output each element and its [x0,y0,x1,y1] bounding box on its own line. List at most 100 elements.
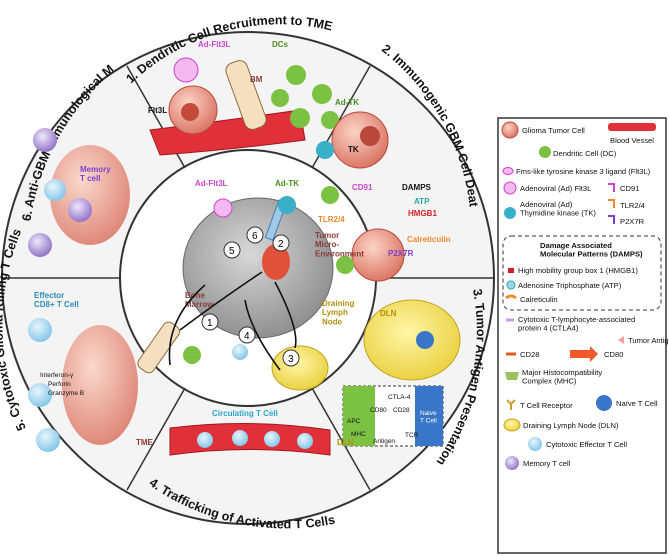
naive-t-cell-icon [416,331,434,349]
label-mhc: MHC [351,431,366,438]
t-cell-icon [232,430,248,446]
legend-naive-t: Naïve T Cell [616,399,658,408]
nucleus [181,103,199,121]
label-perforin: Perforin [48,381,71,388]
dc-cell-icon [271,89,289,107]
dc-cell-icon [336,256,354,274]
label-circulating-t: Circulating T Cell [212,409,278,418]
effector-t-cell-icon [28,383,52,407]
label-bm: BM [250,75,263,84]
glioma-cell [331,111,389,169]
legend-naive-t-icon [596,395,612,411]
ad-tk-virus-icon [278,196,296,214]
label-dcs: DCs [272,40,289,49]
tumor-mass [62,325,138,445]
legend-memory-icon [505,456,519,470]
t-cell-icon [44,179,66,201]
tumor-mass-2 [50,145,130,245]
dc-cell-icon [286,65,306,85]
legend-ad-flt3l: Adenoviral (Ad) Flt3L [520,184,591,193]
step-4: 4 [244,331,250,342]
label-ctla4: CTLA-4 [388,394,411,401]
legend-calreticulin-icon [505,294,517,300]
label-dln: DLN [380,309,397,318]
label-damps: DAMPS [402,183,432,192]
legend-tlr24: TLR2/4 [620,201,645,210]
t-cell-icon [232,344,248,360]
legend-dln: Draining Lymph Node (DLN) [523,421,619,430]
legend-cd28: CD28 [520,350,539,359]
label-granzyme: Granzyme B [48,390,84,397]
legend-calreticulin: Calreticulin [520,295,558,304]
label-ad-flt3l: Ad-Flt3L [198,40,231,49]
legend-flt3l-icon [502,167,514,175]
flow-arrows [168,271,297,371]
legend-cd91: CD91 [620,184,639,193]
draining-lymph-node [271,345,329,391]
step-3: 3 [288,354,294,365]
legend-cd80: CD80 [604,350,623,359]
legend-mhc-icon [505,372,519,380]
legend-ad-flt3l-icon [503,181,517,195]
label-cd28: CD28 [393,407,410,414]
dc-cell-icon [321,186,339,204]
legend-glioma-icon [501,121,519,139]
label-cd91: CD91 [352,183,373,192]
label-center-ad-flt3l: Ad-Flt3L [195,179,228,188]
label-apc: APC [347,418,361,425]
label-calreticulin: Calreticulin [407,235,451,244]
memory-t-cell-icon [28,233,52,257]
legend-cd80-icon [570,346,598,362]
legend-tlr-icon [608,199,615,208]
label-interferon: Interferon-γ [40,372,74,379]
legend-p2x7r: P2X7R [620,217,645,226]
legend-atp: Adenosine Triphosphate (ATP) [518,281,622,290]
brain [182,197,334,339]
label-p2x7r: P2X7R [388,249,414,258]
effector-t-cell-icon [36,428,60,452]
section-3-art: DLN CTLA-4 CD80 CD28 APC MHC Antigen TCR… [342,299,461,447]
legend-tcr: T Cell Receptor [520,401,573,410]
memory-t-cell-icon [68,198,92,222]
legend-atp-icon [506,280,516,290]
label-center-ad-tk: Ad-TK [275,179,299,188]
step-2: 2 [278,239,284,250]
blood-vessel-2 [169,422,331,456]
label-cd80: CD80 [370,407,387,414]
label-atp: ATP [414,197,430,206]
label-flt3l: Flt3L [148,106,167,115]
legend: Glioma Tumor Cell Blood Vessel Dendritic… [497,117,669,554]
memory-t-cell-icon [33,128,57,152]
legend-dc: Dendritic Cell (DC) [553,149,617,158]
flt3l-virus-icon [173,57,199,83]
section-2-art: Ad-TK TK CD91 DAMPS ATP HMGB1 TLR2/4 Cal… [316,98,451,282]
dying-glioma-cell [351,228,405,282]
t-cell-icon [197,432,213,448]
label-tk: TK [348,145,359,154]
legend-ad-tk: Adenoviral (Ad)Thymidine kinase (TK) [520,200,596,218]
legend-memory: Memory T cell [523,459,571,468]
legend-p2x7r-icon [608,215,615,224]
t-cell-icon [264,431,280,447]
legend-dc-icon [539,146,551,158]
step-6: 6 [252,231,258,242]
step-markers: 1 2 3 4 5 6 [201,226,300,367]
legend-glioma: Glioma Tumor Cell [522,126,585,135]
nucleus [360,126,380,146]
legend-blood-vessel: Blood Vessel [610,136,654,145]
legend-cytotoxic-icon [528,437,542,451]
label-tcr: TCR [405,432,419,439]
step-5: 5 [229,246,235,257]
label-ad-tk: Ad-TK [335,98,359,107]
label-hmgb1: HMGB1 [408,209,437,218]
effector-t-cell-icon [28,318,52,342]
legend-hmgb1: High mobility group box 1 (HMGB1) [518,266,638,275]
